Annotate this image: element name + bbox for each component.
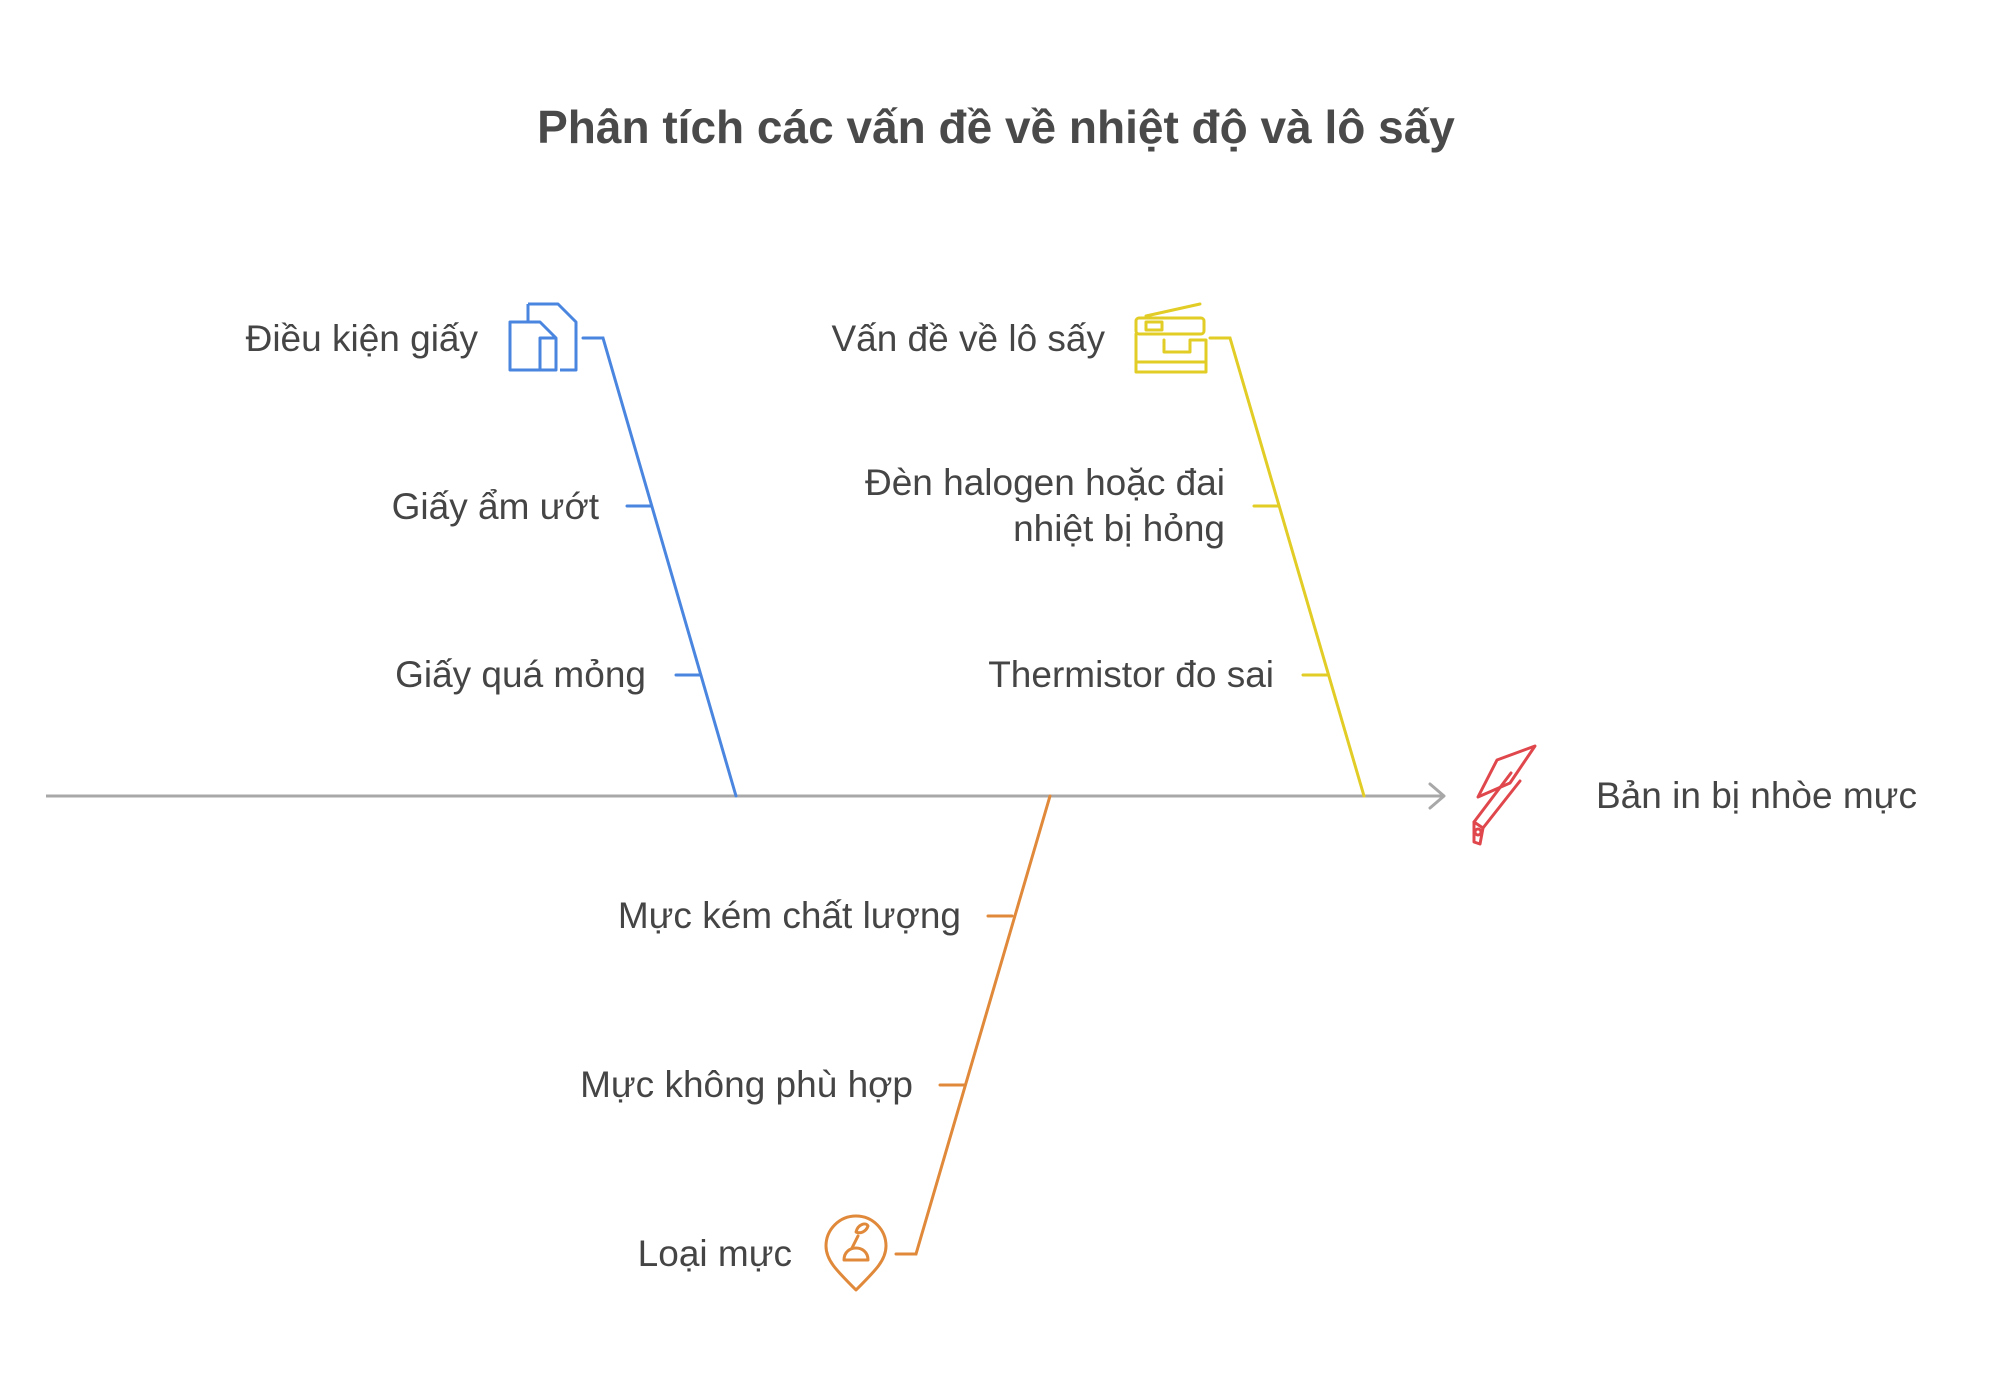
category-label-ink: Loại mực [637, 1233, 792, 1274]
spine-arrowhead [1428, 782, 1446, 810]
cause-label-ink-2: Mực không phù hợp [580, 1064, 913, 1105]
pen-nib-icon [1472, 744, 1537, 846]
category-label-paper: Điều kiện giấy [245, 318, 478, 359]
diagram-title: Phân tích các vấn đề về nhiệt độ và lô s… [537, 101, 1455, 153]
ink-bottle-icon [824, 1214, 888, 1292]
cause-label-paper-1: Giấy ẩm ướt [391, 486, 599, 527]
printer-icon [1134, 302, 1208, 374]
branch-paper-bone [581, 336, 738, 798]
cause-label-ink-1: Mực kém chất lượng [617, 895, 961, 936]
cause-label-paper-2: Giấy quá mỏng [395, 654, 646, 695]
cause-label-fuser-1: Đèn halogen hoặc đai nhiệt bị hỏng [865, 460, 1225, 552]
branch-ink [894, 794, 1052, 1256]
effect-label: Bản in bị nhòe mực [1596, 775, 1917, 816]
branch-fuser-bone [1208, 336, 1366, 798]
documents-icon [508, 302, 578, 372]
cause-label-fuser-1-line-1: Đèn halogen hoặc đai [864, 462, 1225, 503]
branch-ink-bone [894, 794, 1052, 1256]
branch-fuser [1208, 336, 1366, 798]
cause-label-fuser-1-line-2: nhiệt bị hỏng [1013, 508, 1225, 549]
category-label-fuser: Vấn đề về lô sấy [831, 318, 1105, 359]
branch-paper [581, 336, 738, 798]
cause-label-fuser-2: Thermistor đo sai [988, 654, 1274, 695]
